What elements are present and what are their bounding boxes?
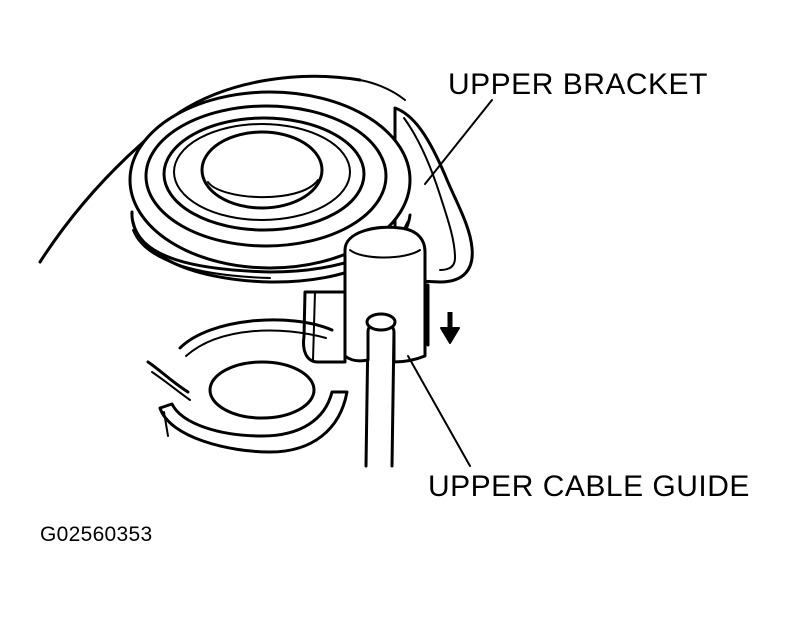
down-arrow-icon (440, 312, 460, 344)
pulley (128, 90, 412, 284)
figure-code: G02560353 (40, 523, 153, 546)
upper-cable-guide-shape (343, 225, 427, 364)
cable (364, 328, 396, 468)
leader-line-upper-bracket (424, 99, 493, 185)
leader-line-upper-cable-guide (407, 355, 471, 467)
upper-bracket-label: UPPER BRACKET (448, 68, 708, 101)
upper-cable-guide-label: UPPER CABLE GUIDE (428, 470, 750, 503)
lower-pulley (146, 318, 349, 454)
